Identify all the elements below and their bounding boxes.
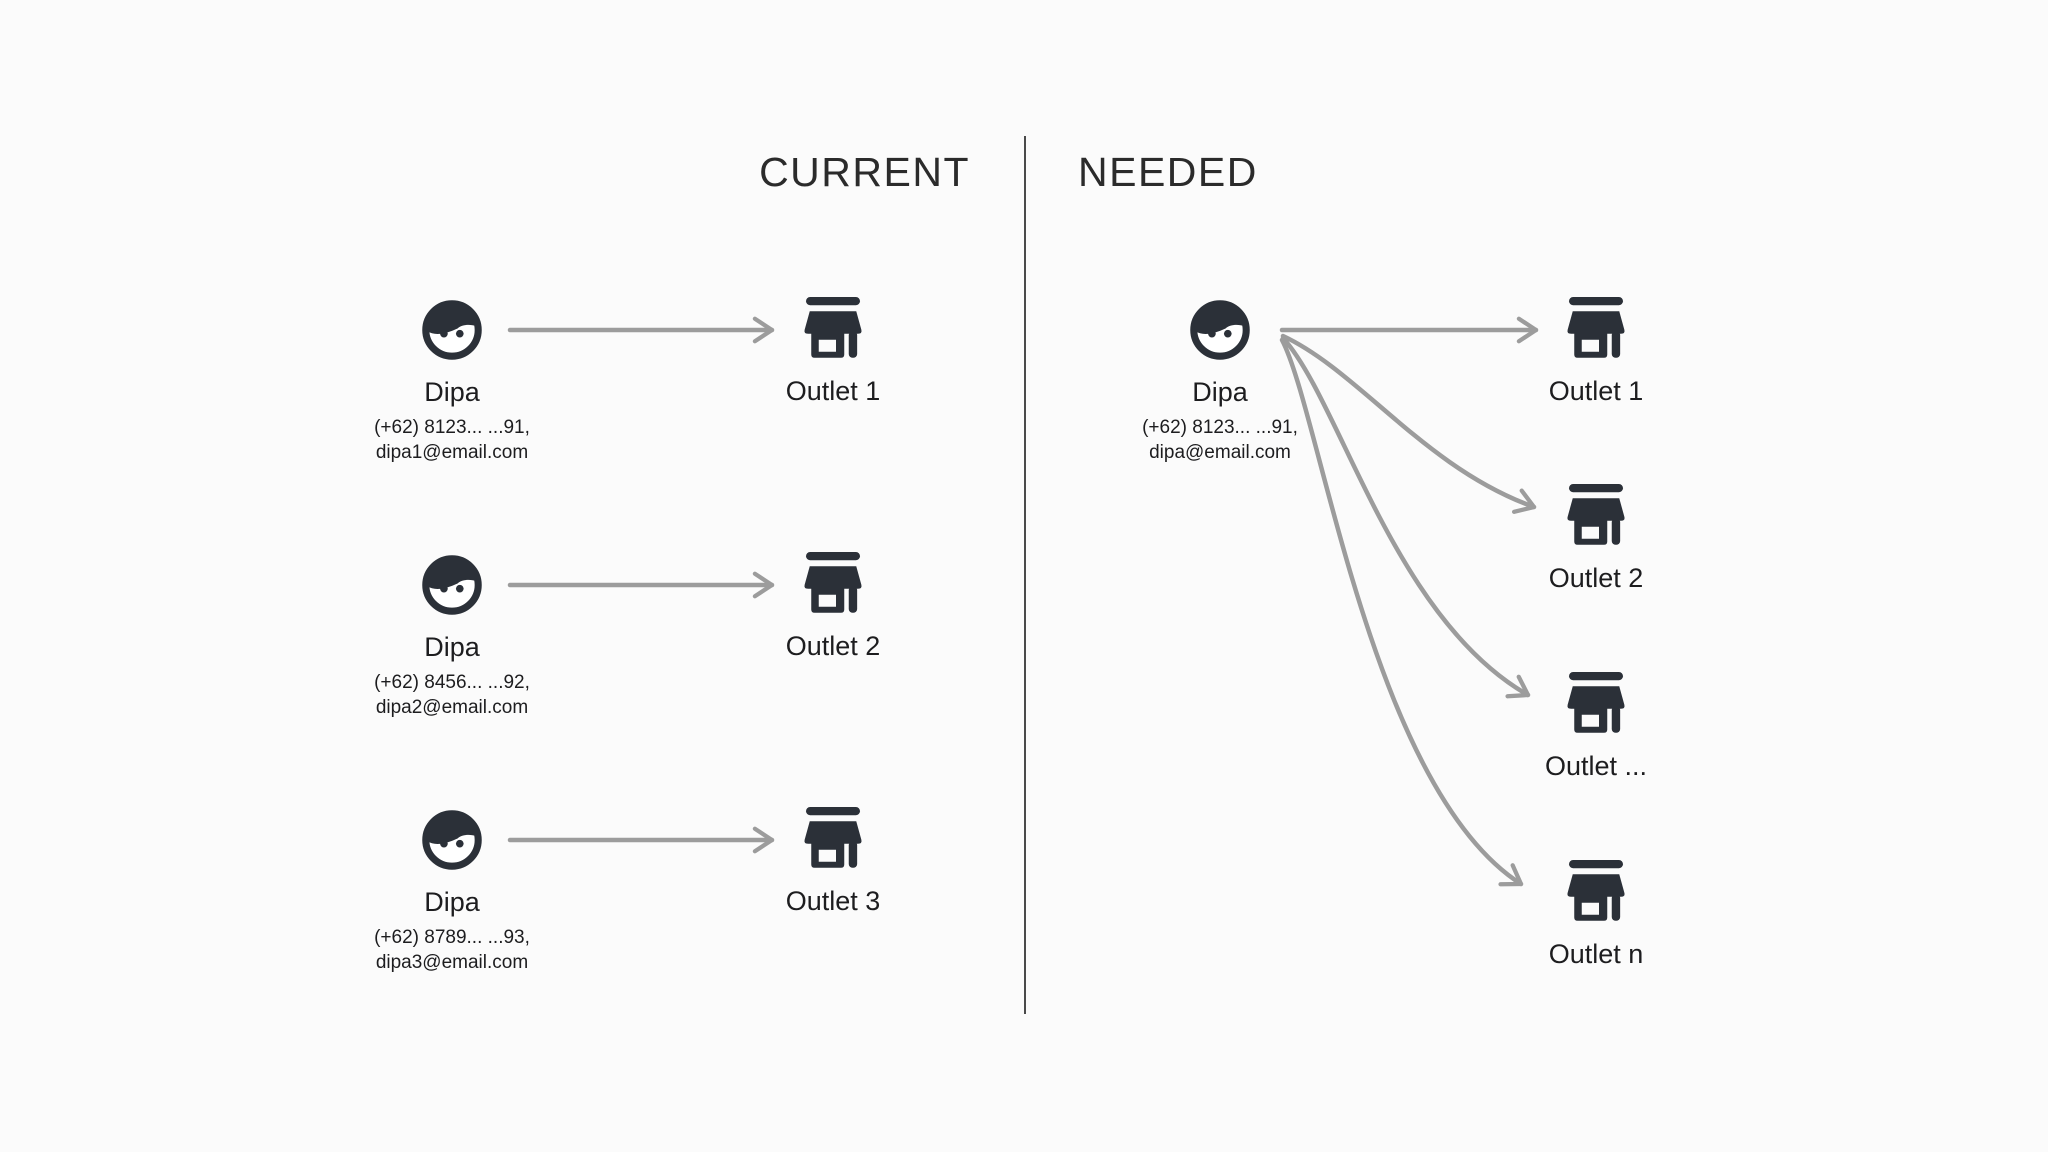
- face-icon: [418, 296, 486, 364]
- outlet-node-current-3: Outlet 3: [713, 807, 953, 915]
- store-icon: [797, 807, 869, 873]
- outlet-node-needed-3: Outlet ...: [1476, 672, 1716, 780]
- person-node-current-3: Dipa (+62) 8789... ...93, dipa3@email.co…: [302, 806, 602, 975]
- person-phone: (+62) 8123... ...91,: [374, 417, 530, 438]
- store-icon: [797, 297, 869, 363]
- store-icon: [1560, 484, 1632, 550]
- arrow-needed-outlet2: [1280, 333, 1537, 514]
- arrow-needed-outletn: [1279, 337, 1524, 887]
- section-title-current: CURRENT: [759, 149, 970, 195]
- outlet-node-current-1: Outlet 1: [713, 297, 953, 405]
- person-name: Dipa: [1192, 377, 1248, 407]
- face-icon: [1186, 296, 1254, 364]
- person-phone: (+62) 8123... ...91,: [1142, 417, 1298, 438]
- outlet-label: Outlet 2: [785, 631, 881, 661]
- person-email: dipa1@email.com: [375, 442, 529, 463]
- face-icon: [418, 806, 486, 874]
- arrow-needed-outlet3: [1280, 335, 1531, 699]
- store-icon: [797, 552, 869, 618]
- person-contact: (+62) 8123... ...91, dipa@email.com: [1142, 415, 1298, 465]
- person-email: dipa2@email.com: [375, 697, 529, 718]
- person-name: Dipa: [424, 632, 480, 662]
- store-icon: [1560, 297, 1632, 363]
- outlet-label: Outlet n: [1548, 939, 1644, 969]
- person-node-current-2: Dipa (+62) 8456... ...92, dipa2@email.co…: [302, 551, 602, 720]
- store-icon: [1560, 860, 1632, 926]
- outlet-node-needed-2: Outlet 2: [1476, 484, 1716, 592]
- person-phone: (+62) 8456... ...92,: [374, 672, 530, 693]
- person-node-current-1: Dipa (+62) 8123... ...91, dipa1@email.co…: [302, 296, 602, 465]
- store-icon: [1560, 672, 1632, 738]
- face-icon: [418, 551, 486, 619]
- outlet-label: Outlet 3: [785, 886, 881, 916]
- person-name: Dipa: [424, 377, 480, 407]
- outlet-label: Outlet 1: [1548, 376, 1644, 406]
- section-title-needed: NEEDED: [1078, 149, 1258, 195]
- person-contact: (+62) 8123... ...91, dipa1@email.com: [374, 415, 530, 465]
- person-email: dipa3@email.com: [375, 952, 529, 973]
- person-name: Dipa: [424, 887, 480, 917]
- outlet-node-current-2: Outlet 2: [713, 552, 953, 660]
- outlet-node-needed-n: Outlet n: [1476, 860, 1716, 968]
- outlet-node-needed-1: Outlet 1: [1476, 297, 1716, 405]
- outlet-label: Outlet 1: [785, 376, 881, 406]
- person-contact: (+62) 8456... ...92, dipa2@email.com: [374, 670, 530, 720]
- person-email: dipa@email.com: [1149, 442, 1291, 463]
- outlet-label: Outlet ...: [1544, 751, 1648, 781]
- person-phone: (+62) 8789... ...93,: [374, 927, 530, 948]
- person-node-needed: Dipa (+62) 8123... ...91, dipa@email.com: [1070, 296, 1370, 465]
- person-contact: (+62) 8789... ...93, dipa3@email.com: [374, 925, 530, 975]
- outlet-label: Outlet 2: [1548, 563, 1644, 593]
